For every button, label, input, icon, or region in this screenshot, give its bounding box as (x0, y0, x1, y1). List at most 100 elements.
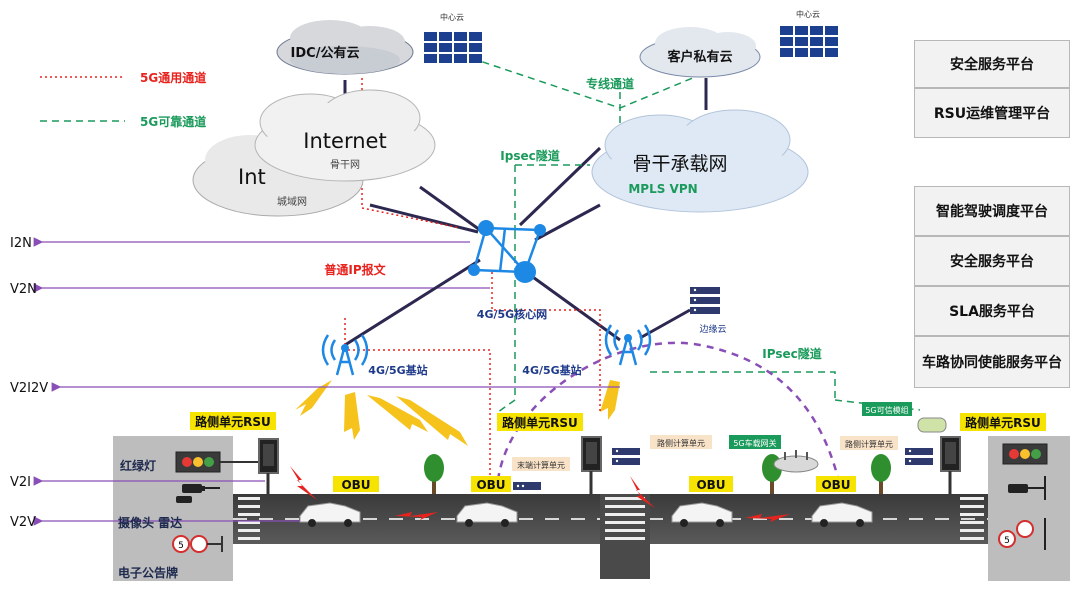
v2i-label: V2I (10, 475, 31, 490)
base-station-icon (321, 334, 369, 376)
traffic-light-green (204, 457, 214, 467)
platform-sla-service: SLA服务平台 (914, 286, 1070, 336)
module-label: 5G可信模组 (865, 405, 908, 415)
crosswalk-left (238, 497, 260, 540)
rsu-device-icon (581, 436, 602, 494)
traffic-light-red (182, 457, 192, 467)
obu-label: OBU (821, 478, 850, 492)
v2i2v-label: V2I2V (10, 381, 48, 396)
svg-text:5: 5 (178, 541, 184, 551)
traffic-light-yellow (193, 457, 203, 467)
center-cloud-label: 中心云 (440, 12, 464, 22)
legend-general-label: 5G通用通道 (140, 70, 206, 85)
datacenter-icon (422, 30, 482, 64)
edge-compute-label: 路侧计算单元 (657, 438, 705, 448)
tree-icon (424, 454, 444, 494)
obu-label: OBU (476, 478, 505, 492)
rsu-label: 路侧单元RSU (965, 415, 1041, 430)
rsu-label-box (960, 413, 1046, 431)
speed-sign-icon: 5 (172, 535, 223, 553)
v2v-signal-icon (290, 466, 790, 522)
center-cloud-label: 中心云 (796, 9, 820, 19)
platform-security-service: 安全服务平台 (914, 40, 1070, 88)
gateway-box (729, 435, 781, 449)
module-box (862, 402, 912, 416)
rsu-label-box (190, 412, 276, 430)
idc-cloud-icon (276, 20, 414, 75)
rsu-label: 路侧单元RSU (502, 415, 578, 430)
backbone-label: 骨干承载网 (632, 153, 727, 175)
traffic-light-label: 红绿灯 (120, 458, 156, 473)
dedicated-line-label: 专线通道 (586, 76, 634, 91)
base-station-left-label: 4G/5G基站 (368, 363, 427, 377)
5g-module-icon (917, 417, 947, 433)
backbone-cloud-icon (591, 109, 809, 213)
private-cloud-icon (639, 27, 761, 78)
platform-rsu-ops: RSU运维管理平台 (914, 88, 1070, 138)
obu-label-box (689, 476, 733, 492)
internet-label: Internet (303, 129, 386, 153)
billboard-label: 电子公告牌 (118, 565, 178, 580)
base-station-icon (604, 324, 652, 366)
server-icon (612, 448, 640, 465)
edge-compute-box (840, 436, 898, 450)
platform-autonomous-dispatch: 智能驾驶调度平台 (914, 186, 1070, 236)
camera-icon (176, 484, 220, 503)
car-icon (456, 502, 518, 527)
car-icon (671, 502, 733, 527)
ipsec-top-label: Ipsec隧道 (500, 148, 559, 163)
reliable-channel-path (40, 57, 921, 430)
private-cloud-label: 客户私有云 (667, 49, 732, 65)
speed-sign-icon: 5 (998, 518, 1046, 550)
camera-icon (1008, 476, 1046, 500)
camera-radar-label: 摄像头 雷达 (118, 515, 182, 530)
internet-sub-label: 骨干网 (330, 159, 360, 171)
gateway-label: 5G车载网关 (733, 438, 776, 448)
metro-label: 城域网 (277, 195, 307, 208)
i2n-label: I2N (10, 236, 32, 251)
cross-street (600, 494, 650, 579)
crosswalk-right (960, 497, 984, 540)
core-network-icon (472, 226, 542, 274)
datacenter-icon (780, 26, 838, 57)
obu-label: OBU (341, 478, 370, 492)
obu-label-box (471, 476, 511, 492)
general-channel-path (40, 76, 601, 482)
edge-compute-label: 末端计算单元 (517, 460, 565, 470)
mpls-label: MPLS VPN (628, 182, 697, 196)
server-icon (513, 482, 541, 490)
tree-icon (871, 454, 891, 494)
edge-compute-box (650, 435, 712, 449)
internet-cloud-icon (254, 89, 436, 182)
rsu-label-box (497, 413, 583, 431)
ipsec-right-label: IPsec隧道 (762, 346, 821, 361)
v2v-label: V2V (10, 515, 36, 530)
base-station-right-label: 4G/5G基站 (522, 363, 581, 377)
v2n-label: V2N (10, 282, 37, 297)
edge-compute-box (512, 457, 570, 471)
platform-v2x-enablement: 车路协同使能服务平台 (914, 336, 1070, 388)
core-network-label: 4G/5G核心网 (477, 307, 547, 321)
platform-security-service: 安全服务平台 (914, 236, 1070, 286)
edge-server-icon (690, 287, 720, 314)
rsu-device-icon (258, 438, 279, 494)
rsu-label: 路侧单元RSU (195, 414, 271, 429)
idc-cloud-label: IDC/公有云 (291, 45, 360, 61)
internet-partial-label: Int (238, 165, 266, 189)
legend-reliable-label: 5G可靠通道 (140, 114, 206, 129)
gateway-router-icon (773, 450, 819, 473)
edge-cloud-label: 边缘云 (699, 323, 726, 335)
edge-compute-label: 路侧计算单元 (845, 439, 893, 449)
server-icon (905, 448, 933, 465)
car-icon (811, 502, 873, 527)
car-icon (299, 502, 361, 527)
wireless-signal-icon (295, 380, 620, 446)
network-links (343, 78, 708, 347)
svg-text:5: 5 (1004, 536, 1010, 546)
rsu-device-icon (940, 436, 961, 494)
obu-label: OBU (696, 478, 725, 492)
obu-label-box (333, 476, 379, 492)
obu-label-box (816, 476, 856, 492)
